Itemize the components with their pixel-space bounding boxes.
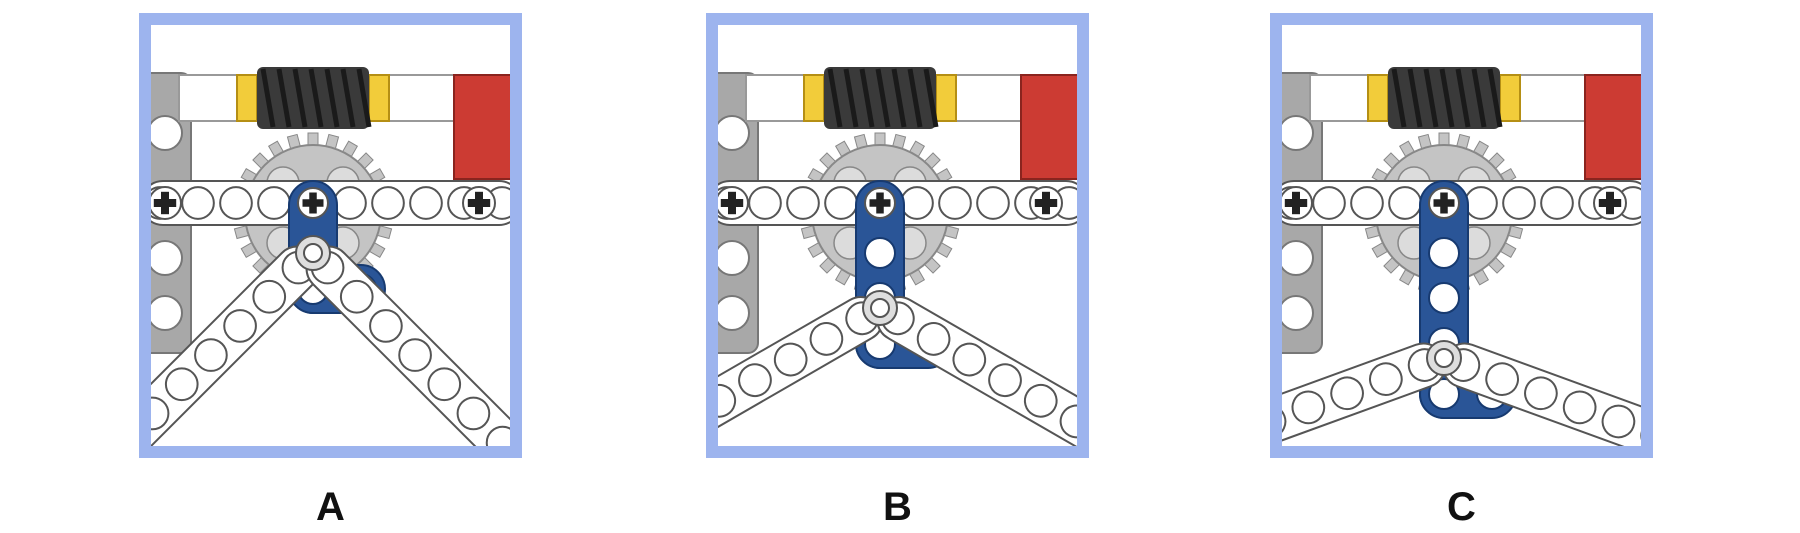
red-block — [453, 74, 510, 180]
yellow-bushing-left — [1367, 74, 1389, 122]
panel-illustration — [1270, 13, 1653, 458]
panel-label: B — [883, 485, 912, 529]
panel-illustration — [706, 13, 1089, 458]
mechanism — [1282, 25, 1641, 446]
right-diagonal-beam — [305, 245, 510, 446]
yellow-bushing-right — [935, 74, 957, 122]
red-block — [1584, 74, 1641, 180]
panel-a — [139, 13, 522, 458]
yellow-bushing-right — [1499, 74, 1521, 122]
yellow-bushing-right — [368, 74, 390, 122]
panel-label: C — [1447, 485, 1476, 529]
right-diagonal-beam — [876, 296, 1077, 446]
mechanism — [718, 25, 1077, 446]
panel-label: A — [316, 485, 345, 529]
panel-frame — [139, 13, 522, 458]
yellow-bushing-left — [803, 74, 825, 122]
mechanism — [151, 25, 510, 446]
panel-illustration — [139, 13, 522, 458]
panel-frame — [1270, 13, 1653, 458]
red-block — [1020, 74, 1077, 180]
panel-frame — [706, 13, 1089, 458]
panel-b — [706, 13, 1089, 458]
panel-c — [1270, 13, 1653, 458]
yellow-bushing-left — [236, 74, 258, 122]
